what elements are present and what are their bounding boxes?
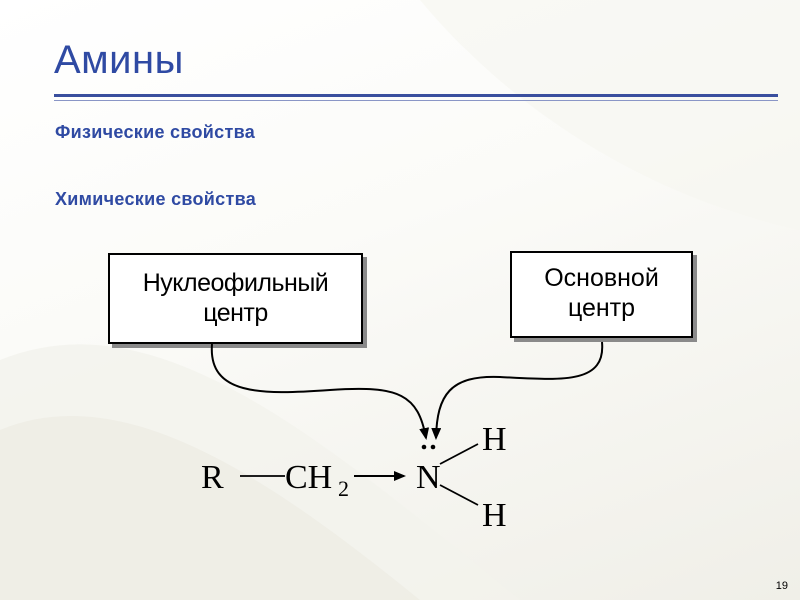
nucleophilic-center-box: Нуклеофильный центр <box>108 253 363 344</box>
n-h-bottom-bond <box>439 484 479 506</box>
nitrogen-atom: N <box>416 459 441 496</box>
title-underline-thin <box>54 100 778 101</box>
r-group: R <box>201 459 224 496</box>
page-number: 19 <box>775 580 788 592</box>
subheading-chemical[interactable]: Химические свойства <box>55 189 257 209</box>
nucleophilic-line-2: центр <box>203 299 268 327</box>
nucleophilic-arrow <box>210 343 430 440</box>
ch-label: CH <box>285 459 332 496</box>
hydrogen-bottom: H <box>482 497 507 534</box>
subheading-physical[interactable]: Физические свойства <box>55 122 256 142</box>
lone-pair-dot-right <box>430 444 436 450</box>
hydrogen-top: H <box>482 421 507 458</box>
ch2-subscript: 2 <box>338 476 349 501</box>
basic-arrow <box>431 341 604 440</box>
lone-pair-dot-left <box>421 444 427 450</box>
slide-title: Амины <box>54 38 184 82</box>
basic-center-box: Основной центр <box>510 251 693 338</box>
basic-line-1: Основной <box>544 264 659 292</box>
nucleophilic-line-1: Нуклеофильный <box>142 269 329 297</box>
basic-line-2: центр <box>567 294 636 322</box>
title-underline <box>54 94 778 97</box>
n-h-top-bond <box>439 443 479 465</box>
